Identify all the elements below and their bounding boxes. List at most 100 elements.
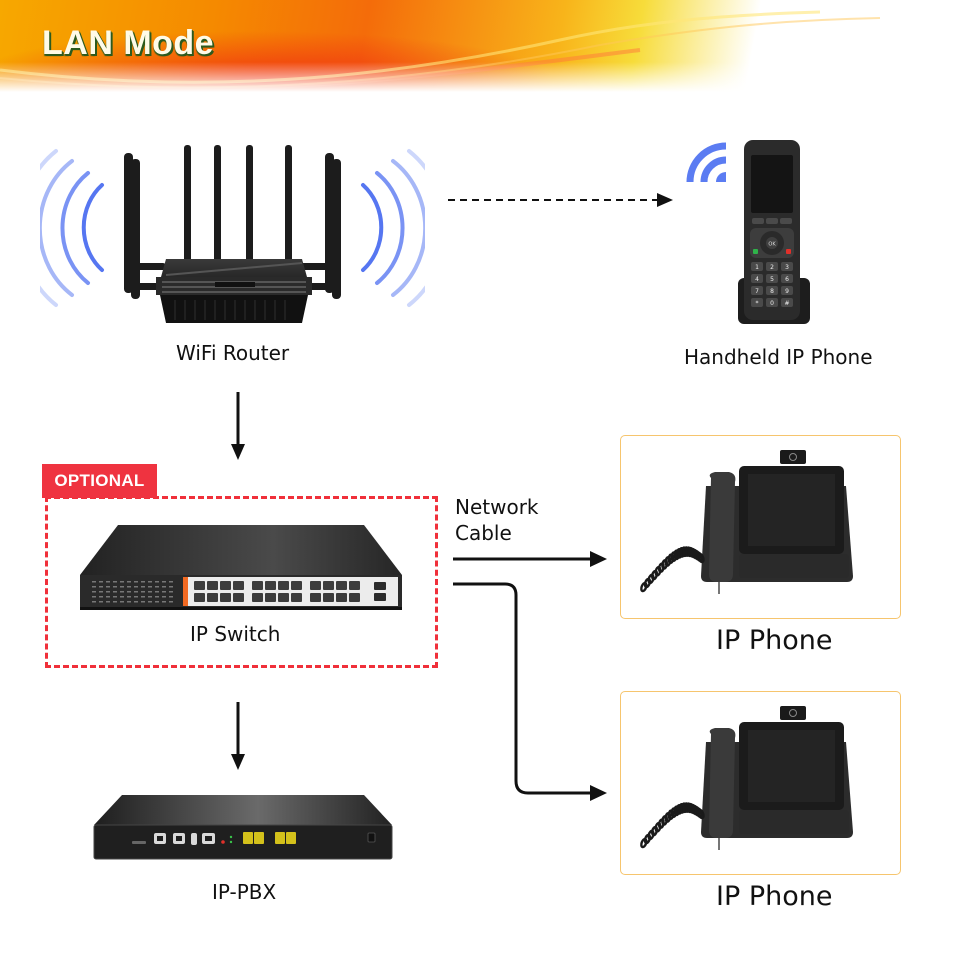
router-antennas [124, 145, 341, 299]
pbx-label: IP-PBX [212, 880, 277, 904]
switch-led [162, 581, 166, 583]
wifi-waves-left-icon [40, 149, 104, 307]
network-cable-label-line1: Network [455, 495, 539, 519]
pbx-fxs-ports [243, 832, 296, 844]
ip-phone-label-1: IP Phone [716, 625, 833, 656]
optional-badge: OPTIONAL [42, 464, 157, 498]
keypad-key: 3 [781, 262, 793, 271]
switch-to-pbx-arrow [231, 702, 245, 770]
switch-port [265, 581, 276, 590]
ip-phone-card-1 [620, 435, 901, 619]
switch-led [162, 601, 166, 603]
svg-text:4: 4 [755, 276, 759, 283]
ip-phone-label-2: IP Phone [716, 881, 833, 912]
page-title: LAN Mode [42, 24, 215, 62]
svg-text:8: 8 [770, 288, 774, 295]
switch-led [120, 586, 124, 588]
switch-led [169, 591, 173, 593]
switch-led [162, 591, 166, 593]
switch-led [92, 581, 96, 583]
switch-led [92, 586, 96, 588]
wireless-link-arrow [448, 193, 673, 207]
switch-led [99, 601, 103, 603]
network-cable-label: Network Cable [455, 494, 539, 546]
switch-port [220, 581, 231, 590]
switch-led [134, 596, 138, 598]
switch-led [92, 591, 96, 593]
switch-port [278, 581, 289, 590]
phone-handset [709, 728, 736, 838]
switch-led [155, 601, 159, 603]
svg-text:9: 9 [785, 288, 789, 295]
switch-port [265, 593, 276, 602]
switch-led [106, 586, 110, 588]
switch-led [169, 581, 173, 583]
switch-led [99, 581, 103, 583]
keypad-key: * [751, 298, 763, 307]
switch-led [113, 596, 117, 598]
switch-ports [194, 581, 360, 602]
switch-port [336, 581, 347, 590]
coiled-cord [640, 802, 720, 850]
switch-led [106, 601, 110, 603]
switch-led [99, 596, 103, 598]
svg-text:1: 1 [755, 264, 759, 271]
pbx-appliance-icon [93, 795, 393, 860]
ip-phone-card-2 [620, 691, 901, 875]
camera-icon [780, 706, 806, 720]
camera-icon [780, 450, 806, 464]
handheld-phone-label: Handheld IP Phone [684, 345, 873, 369]
switch-led [113, 591, 117, 593]
switch-led [120, 581, 124, 583]
switch-led [155, 596, 159, 598]
switch-led [148, 596, 152, 598]
switch-led [120, 591, 124, 593]
switch-port [207, 593, 218, 602]
router-to-switch-arrow [231, 392, 245, 460]
keypad-key: 1 [751, 262, 763, 271]
network-switch-icon [80, 525, 402, 610]
switch-port [310, 593, 321, 602]
switch-led [127, 591, 131, 593]
svg-text:7: 7 [755, 288, 759, 295]
switch-port [207, 581, 218, 590]
keypad-key: 0 [766, 298, 778, 307]
switch-led [99, 586, 103, 588]
switch-led [113, 586, 117, 588]
switch-led [141, 586, 145, 588]
switch-port [252, 581, 263, 590]
switch-to-phones-arrows [453, 551, 607, 801]
switch-led [148, 586, 152, 588]
keypad-key: 8 [766, 286, 778, 295]
wifi-signal-icon [686, 142, 727, 183]
phone-handset [709, 472, 736, 582]
switch-port [349, 593, 360, 602]
switch-port [336, 593, 347, 602]
switch-port [291, 593, 302, 602]
switch-led [134, 591, 138, 593]
switch-led [169, 586, 173, 588]
switch-led [141, 601, 145, 603]
switch-port [194, 593, 205, 602]
wifi-router-icon [40, 145, 425, 323]
switch-led [169, 596, 173, 598]
svg-text:OK: OK [768, 242, 776, 248]
keypad-key: # [781, 298, 793, 307]
keypad-key: 7 [751, 286, 763, 295]
coiled-cord [640, 546, 720, 594]
switch-led [92, 601, 96, 603]
switch-port [310, 581, 321, 590]
switch-led [120, 596, 124, 598]
switch-led [155, 586, 159, 588]
switch-led [99, 591, 103, 593]
switch-led [134, 581, 138, 583]
switch-led [141, 581, 145, 583]
switch-label: IP Switch [190, 622, 281, 646]
svg-text:0: 0 [770, 300, 774, 307]
switch-led [169, 601, 173, 603]
keypad-key: 5 [766, 274, 778, 283]
desk-video-phone-icon [640, 450, 853, 594]
switch-port [233, 581, 244, 590]
switch-led [127, 596, 131, 598]
keypad-key: 6 [781, 274, 793, 283]
